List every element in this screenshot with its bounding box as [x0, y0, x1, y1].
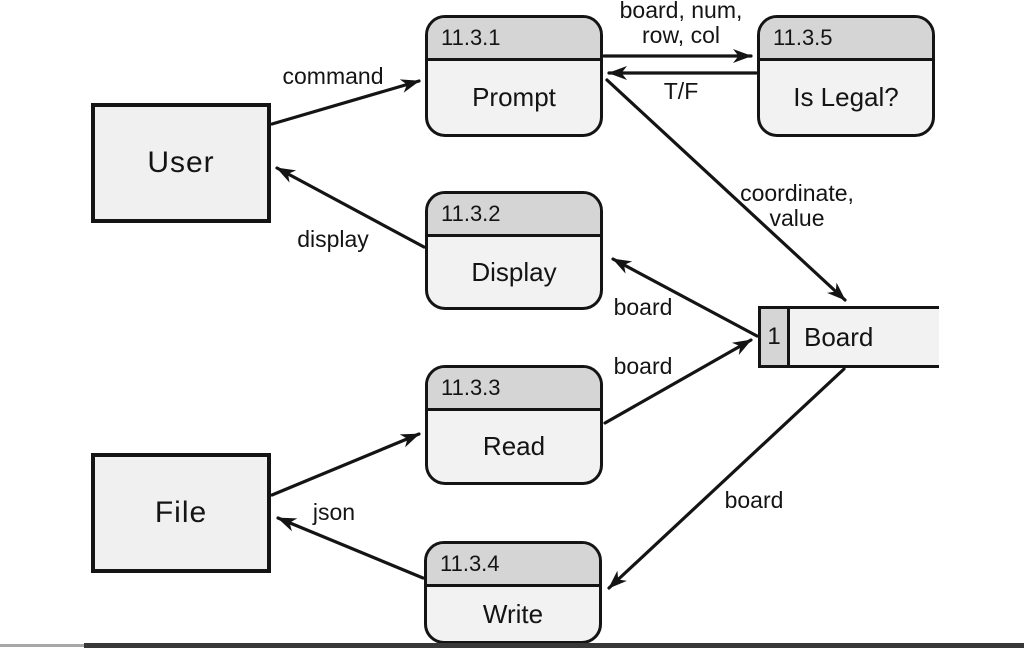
process-prompt-number: 11.3.1 — [428, 18, 600, 61]
flow-label-tf: T/F — [663, 78, 699, 104]
page-bottom-rule-left — [0, 644, 84, 647]
flow-board-display-line — [611, 257, 759, 338]
flow-write-file-line — [276, 516, 425, 580]
process-display-label: Display — [471, 256, 557, 287]
process-display-number: 11.3.2 — [428, 194, 600, 237]
flow-coordinate-line — [605, 78, 847, 302]
flow-label-json: json — [312, 499, 356, 525]
datastore-board: 1 Board — [758, 306, 939, 368]
flow-label-board-num-line2: row, col — [642, 22, 720, 48]
process-is-legal-number: 11.3.5 — [760, 18, 932, 61]
flow-label-coordinate-value: coordinate, value — [740, 181, 854, 231]
process-read-number: 11.3.3 — [428, 368, 600, 411]
flow-label-read-to-board: board — [613, 353, 673, 379]
flow-label-board-to-write: board — [724, 487, 784, 513]
flow-label-coordinate-line1: coordinate, — [740, 180, 854, 206]
process-prompt: 11.3.1 Prompt — [425, 15, 603, 137]
flow-label-board-num-row-col: board, num, row, col — [620, 0, 743, 48]
entity-file-label: File — [154, 496, 208, 529]
flow-label-display: display — [297, 226, 369, 252]
flow-command-line — [270, 79, 421, 126]
process-is-legal: 11.3.5 Is Legal? — [757, 15, 935, 137]
flow-label-command: command — [282, 63, 384, 89]
process-read-label: Read — [482, 431, 546, 461]
datastore-board-number: 1 — [761, 309, 790, 365]
process-write-number: 11.3.4 — [427, 544, 599, 587]
process-display: 11.3.2 Display — [425, 191, 603, 310]
process-write-label: Write — [482, 598, 544, 629]
process-read: 11.3.3 Read — [425, 365, 603, 485]
flow-label-board-num-line1: board, num, — [619, 0, 743, 23]
page-bottom-rule — [84, 643, 1024, 648]
process-is-legal-label: Is Legal? — [793, 82, 899, 112]
flow-file-read-line — [270, 432, 421, 497]
flow-read-board-line — [603, 338, 753, 425]
flow-display-line — [275, 166, 426, 249]
flow-label-board-to-display: board — [613, 294, 673, 320]
entity-file: File — [91, 453, 271, 573]
process-prompt-label: Prompt — [472, 82, 556, 112]
process-write: 11.3.4 Write — [424, 541, 602, 644]
entity-user: User — [91, 103, 271, 223]
datastore-board-label: Board — [804, 321, 874, 352]
flow-board-write-line — [607, 367, 846, 590]
flow-label-coordinate-line2: value — [769, 205, 825, 231]
entity-user-label: User — [147, 146, 215, 179]
